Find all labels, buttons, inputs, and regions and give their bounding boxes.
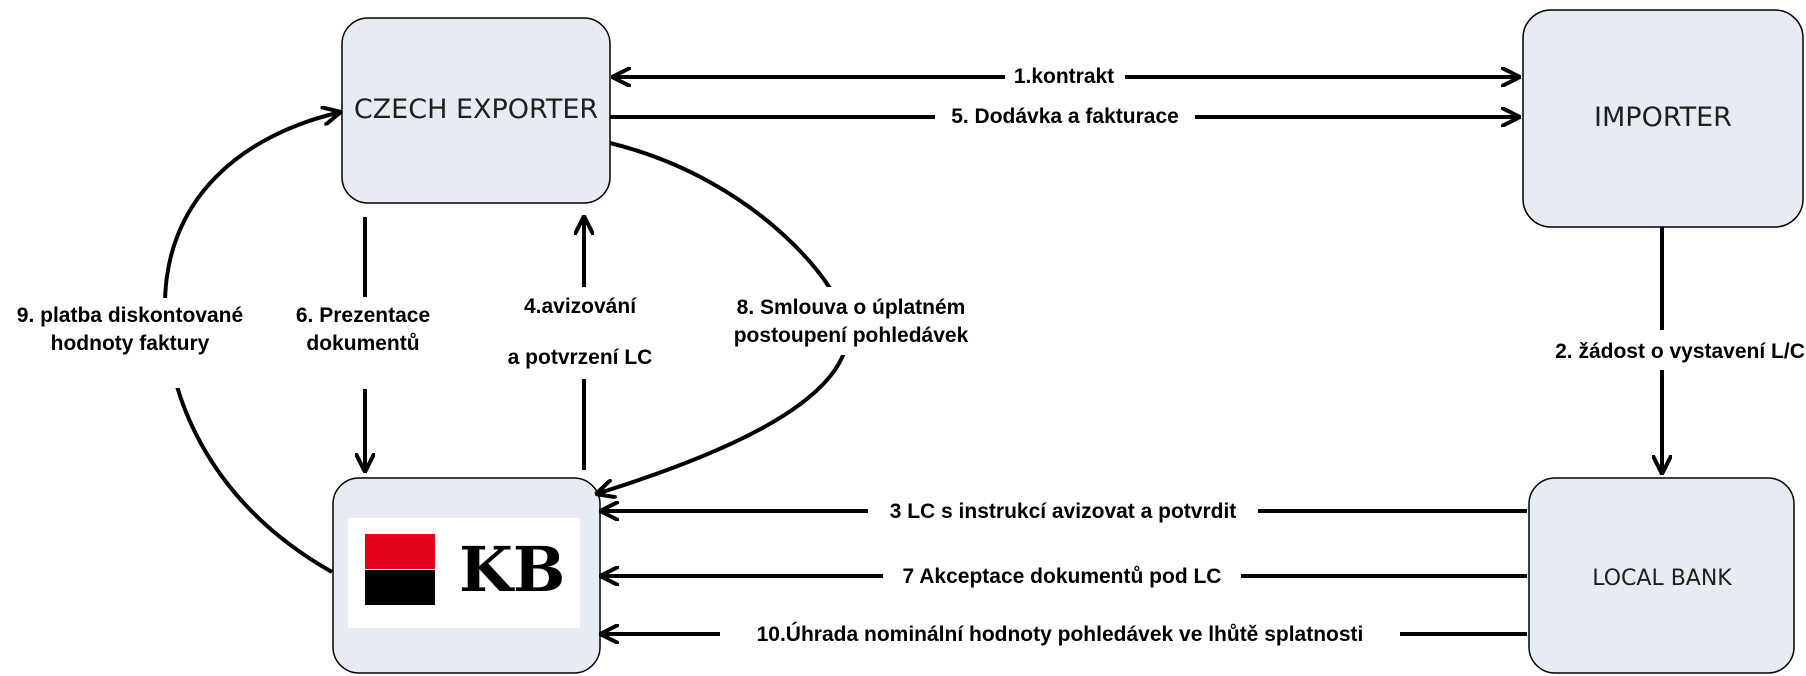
- label-6-prezentace-line1: 6. Prezentace: [296, 304, 430, 327]
- label-4-avizovani-line2: a potvrzení LC: [508, 346, 653, 369]
- local-bank-label: LOCAL BANK: [1592, 566, 1732, 591]
- kb-logo: KB: [348, 518, 580, 628]
- label-backgrounds: [0, 62, 1806, 648]
- label-5-dodavka: 5. Dodávka a fakturace: [951, 105, 1179, 128]
- label-6-prezentace-line2: dokumentů: [306, 332, 419, 355]
- label-1-kontrakt: 1.kontrakt: [1014, 65, 1114, 88]
- kb-logo-black-square: [365, 570, 435, 605]
- label-4-avizovani-line1: 4.avizování: [524, 295, 637, 318]
- local-bank-box: [1528, 477, 1795, 674]
- importer-label: IMPORTER: [1594, 102, 1732, 133]
- importer-node: IMPORTER: [1522, 9, 1804, 228]
- exporter-label: CZECH EXPORTER: [354, 94, 598, 125]
- local-bank-node: LOCAL BANK: [1528, 477, 1795, 674]
- label-3-lc-instrukce: 3 LC s instrukcí avizovat a potvrdit: [890, 500, 1237, 523]
- label-8-smlouva-line2: postoupení pohledávek: [734, 324, 969, 347]
- label-8-smlouva-line1: 8. Smlouva o úplatném: [737, 296, 966, 319]
- flow-labels: 1.kontrakt 5. Dodávka a fakturace 2. žád…: [17, 65, 1805, 646]
- label-9-platba-line1: 9. platba diskontované: [17, 304, 243, 327]
- kb-bank-node: KB: [332, 477, 601, 674]
- label-2-zadost: 2. žádost o vystavení L/C: [1555, 340, 1805, 363]
- kb-logo-text: KB: [459, 533, 565, 606]
- label-7-akceptace: 7 Akceptace dokumentů pod LC: [903, 565, 1222, 588]
- kb-logo-red-square: [365, 534, 435, 569]
- label-10-uhrada: 10.Úhrada nominální hodnoty pohledávek v…: [757, 622, 1364, 646]
- exporter-node: CZECH EXPORTER: [341, 17, 611, 204]
- label-9-platba-line2: hodnoty faktury: [51, 332, 210, 355]
